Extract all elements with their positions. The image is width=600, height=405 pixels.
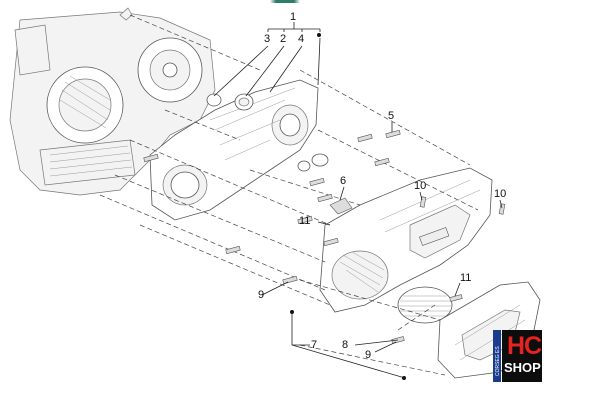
engine-block: [9, 7, 216, 196]
logo-shop-text: SHOP: [504, 360, 541, 375]
callout-bracket-7: [291, 312, 406, 379]
callout-bracket-1: [267, 22, 321, 32]
callout-1: 1: [290, 11, 296, 23]
logo-hc-text: HC: [507, 332, 542, 360]
callout-10-left: 10: [414, 180, 426, 192]
leaders-other: [261, 122, 503, 353]
callout-6: 6: [340, 175, 346, 187]
top-edge-sliver: [0, 0, 600, 3]
hc-shop-logo: CORSEG ES HC SHOP: [493, 330, 542, 382]
logo-strip-text: CORSEG ES: [495, 346, 501, 376]
vent-grille: [397, 286, 453, 324]
leaders-2-3-4: [213, 37, 321, 97]
callout-11-left: 11: [299, 215, 310, 227]
callout-10-right: 10: [494, 188, 506, 200]
callout-3: 3: [264, 33, 270, 45]
callout-9-left: 9: [258, 289, 264, 301]
callout-8: 8: [342, 339, 348, 351]
logo-side-strip: [493, 330, 501, 382]
outer-transmission-cover: [319, 167, 493, 313]
callout-9-bottom: 9: [365, 349, 371, 361]
seal-rings: [206, 93, 329, 172]
bolts: [143, 129, 506, 344]
callout-2: 2: [280, 33, 286, 45]
callout-7: 7: [311, 339, 317, 351]
callout-5: 5: [388, 110, 394, 122]
callout-4: 4: [298, 33, 304, 45]
callout-11-right: 11: [460, 272, 471, 284]
inner-transmission-cover: [149, 79, 319, 221]
assembly-lines: [99, 14, 479, 376]
